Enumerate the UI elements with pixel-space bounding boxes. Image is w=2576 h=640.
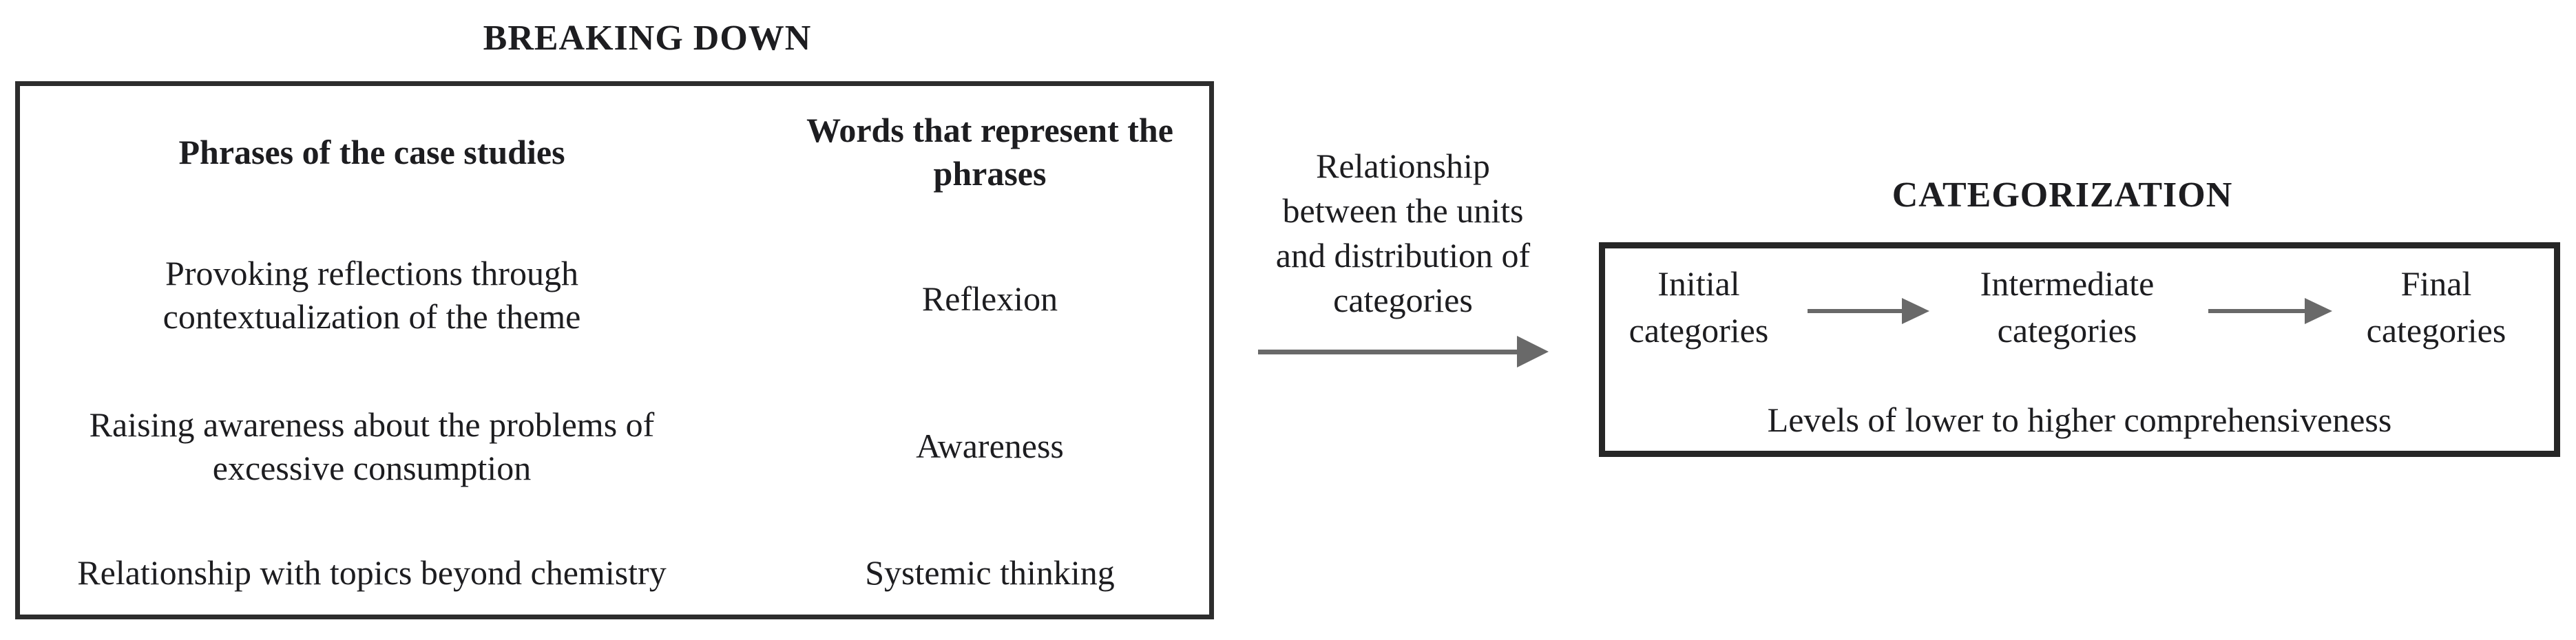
arrow-shaft: [2208, 309, 2305, 313]
categorization-box: [1599, 242, 2560, 457]
arrow-shaft: [1258, 350, 1517, 354]
connector-label: Relationship between the units and distr…: [1275, 147, 1531, 319]
table-row-phrase-cell: Relationship with topics beyond chemistr…: [77, 553, 667, 592]
right-arrow-icon: [2305, 298, 2332, 324]
stage-initial-categories: Initial categories: [1629, 264, 1769, 350]
table-row-word-cell: Systemic thinking: [865, 553, 1115, 592]
comprehensiveness-caption: Levels of lower to higher comprehensiven…: [1767, 401, 2392, 439]
breaking-down-box: [15, 81, 1214, 619]
column-header-phrases: Phrases of the case studies: [178, 133, 565, 171]
table-row-phrase-cell: Provoking reflections through contextual…: [163, 254, 581, 336]
column-header-words: Words that represent the phrases: [806, 111, 1173, 193]
table-row-phrase-cell: Raising awareness about the problems of …: [89, 405, 655, 487]
table-row-word-cell: Awareness: [916, 427, 1064, 465]
breaking-down-title: BREAKING DOWN: [483, 19, 812, 58]
table-row-word-cell: Reflexion: [921, 279, 1058, 318]
stage-intermediate-categories: Intermediate categories: [1980, 264, 2155, 350]
categorization-title: CATEGORIZATION: [1892, 175, 2233, 215]
right-arrow-icon: [1517, 336, 1549, 367]
right-arrow-icon: [1902, 298, 1929, 324]
stage-final-categories: Final categories: [2366, 264, 2506, 350]
arrow-shaft: [1808, 309, 1902, 313]
